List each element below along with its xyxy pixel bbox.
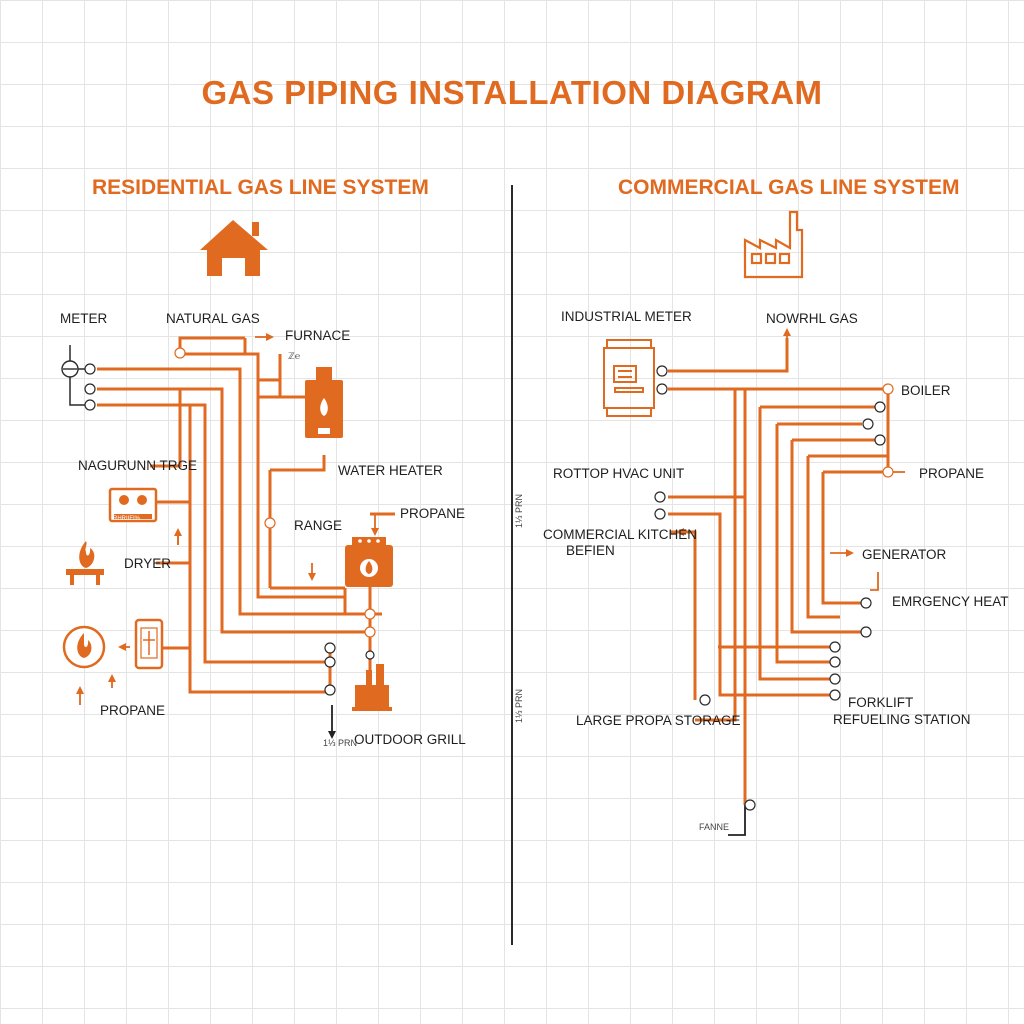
pipe-size-label: 1⅓ PRN <box>323 738 358 748</box>
residential-heading: RESIDENTIAL GAS LINE SYSTEM <box>92 176 429 199</box>
industrial-meter-label: INDUSTRIAL METER <box>561 309 692 324</box>
house-icon <box>200 220 268 276</box>
commercial-pipes <box>668 338 890 805</box>
factory-icon <box>743 210 804 279</box>
fanne-label: FANNE <box>699 822 730 832</box>
nowrhl-gas-label: NOWRHL GAS <box>766 311 858 326</box>
furnace-note-label: ℤ℮ <box>288 351 301 361</box>
industrial-meter-icon <box>603 339 655 417</box>
residential-arrows <box>76 333 379 739</box>
rooftop-hvac-label: ROTTOP HVAC UNIT <box>553 466 685 481</box>
propane-right-label: PROPANE <box>400 506 466 521</box>
pipe-size-label-2: 1⅓ PRN <box>514 688 524 723</box>
refueling-station-label: REFUELING STATION <box>833 712 971 727</box>
furnace-label: FURNACE <box>285 328 351 343</box>
range-caption-label: RHRIIFI% <box>113 516 140 522</box>
forklift-label: FORKLIFT <box>848 695 914 710</box>
commercial-kitchen-label-2: BEFIEN <box>566 543 615 558</box>
natural-gas-label: NATURAL GAS <box>166 311 260 326</box>
commercial-heading: COMMERCIAL GAS LINE SYSTEM <box>618 176 960 199</box>
emergency-heat-label: EMRGENCY HEAT <box>892 594 1009 609</box>
propane-label: PROPANE <box>919 466 985 481</box>
generator-label: GENERATOR <box>862 547 947 562</box>
commercial-kitchen-label: COMMERCIAL KITCHEN <box>543 527 698 542</box>
commercial-valves <box>654 365 894 811</box>
pipe-size-label-1: 1⅓ PRN <box>514 493 524 528</box>
residential-pipes <box>69 336 395 694</box>
page-title: GAS PIPING INSTALLATION DIAGRAM <box>201 74 823 111</box>
meter-label: METER <box>60 311 108 326</box>
thermostat-icon <box>118 618 164 670</box>
dryer-flame-icon <box>66 541 104 585</box>
furnace-icon <box>305 367 343 438</box>
meter-icon <box>61 360 79 378</box>
grill-icon <box>352 664 392 711</box>
dryer-label: DRYER <box>124 556 172 571</box>
heater-flame-icon <box>62 625 106 669</box>
propane-tank-icon <box>345 537 393 587</box>
range-label: RANGE <box>294 518 343 533</box>
section-divider <box>511 185 513 945</box>
nagurunn-label: NAGURUNN TRGE <box>78 458 198 473</box>
large-propane-storage-label: LARGE PROPA STORAGE <box>576 713 741 728</box>
residential-valves <box>84 347 376 696</box>
water-heater-label: WATER HEATER <box>338 463 443 478</box>
outdoor-grill-label: OUTDOOR GRILL <box>354 732 466 747</box>
boiler-label: BOILER <box>901 383 951 398</box>
commercial-arrows <box>676 328 905 836</box>
propane-left-label: PROPANE <box>100 703 166 718</box>
range-icon <box>108 487 158 523</box>
